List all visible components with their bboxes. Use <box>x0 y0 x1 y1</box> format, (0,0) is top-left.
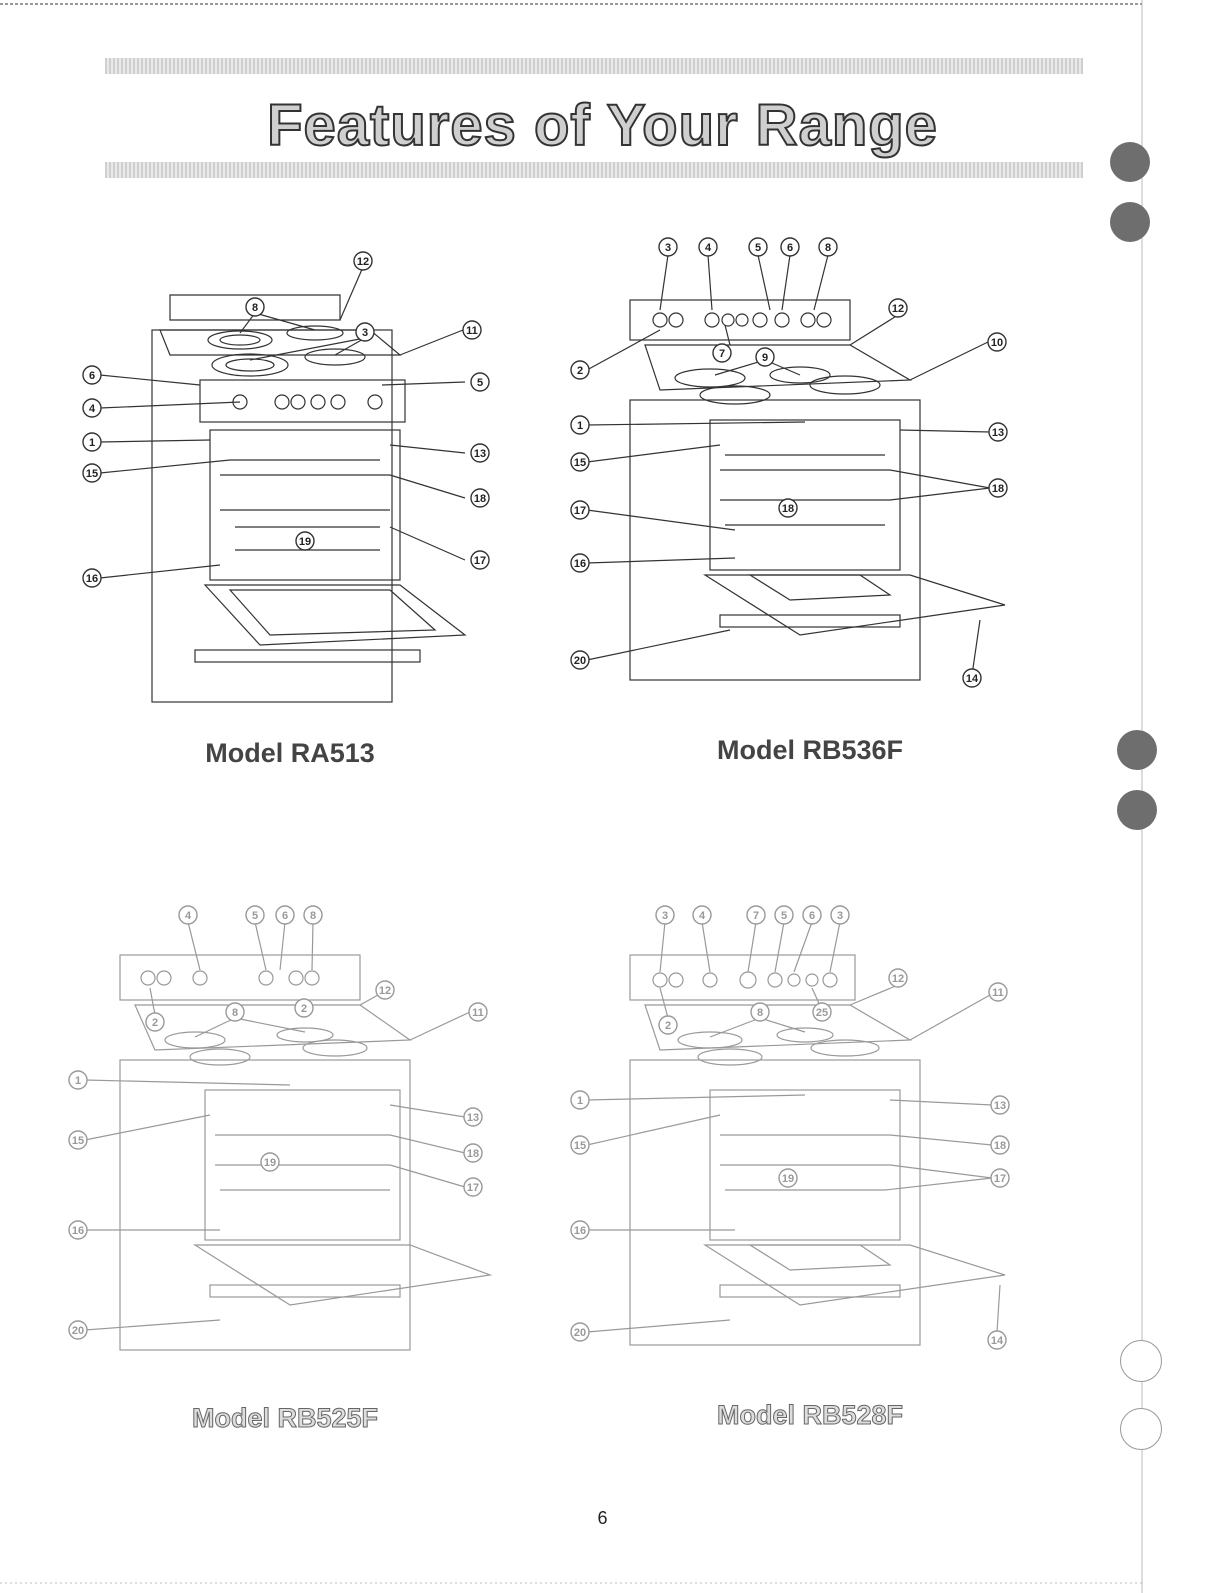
svg-text:1: 1 <box>89 437 95 449</box>
title-band-top <box>105 58 1083 74</box>
svg-text:3: 3 <box>837 910 843 922</box>
svg-text:13: 13 <box>474 448 486 460</box>
svg-text:11: 11 <box>472 1007 484 1019</box>
page-number: 6 <box>0 1508 1205 1529</box>
svg-text:2: 2 <box>577 365 583 377</box>
svg-text:8: 8 <box>252 302 258 314</box>
svg-text:13: 13 <box>994 1100 1006 1112</box>
svg-text:12: 12 <box>892 303 904 315</box>
svg-text:16: 16 <box>574 1225 586 1237</box>
svg-text:8: 8 <box>310 910 316 922</box>
svg-text:6: 6 <box>809 910 815 922</box>
svg-text:18: 18 <box>474 493 486 505</box>
model-caption-rb525f: Model RB525F <box>85 1403 485 1434</box>
svg-text:12: 12 <box>892 973 904 985</box>
svg-text:17: 17 <box>474 555 486 567</box>
svg-text:18: 18 <box>467 1148 479 1160</box>
svg-text:18: 18 <box>994 1140 1006 1152</box>
svg-text:19: 19 <box>782 1173 794 1185</box>
svg-text:1: 1 <box>577 1095 583 1107</box>
model-caption-rb536f: Model RB536F <box>610 735 1010 766</box>
svg-text:15: 15 <box>574 1140 586 1152</box>
callouts-ra513: 12 8 3 11 6 4 5 1 15 13 18 17 19 16 <box>83 252 489 587</box>
binder-hole-3 <box>1117 730 1157 770</box>
callouts-rb528f: 3 4 7 5 6 3 12 11 2 8 25 1 15 13 18 17 1… <box>571 906 1009 1349</box>
svg-text:13: 13 <box>467 1112 479 1124</box>
range-illustration-rb528f: 3 4 7 5 6 3 12 11 2 8 25 1 15 13 18 17 1… <box>560 900 1020 1370</box>
svg-text:2: 2 <box>301 1003 307 1015</box>
svg-text:8: 8 <box>232 1007 238 1019</box>
svg-text:18: 18 <box>992 483 1004 495</box>
svg-text:11: 11 <box>466 325 478 337</box>
svg-text:4: 4 <box>89 403 96 415</box>
svg-text:20: 20 <box>574 655 586 667</box>
svg-text:4: 4 <box>705 242 712 254</box>
page-title: Features of Your Range <box>0 92 1205 159</box>
svg-text:17: 17 <box>574 505 586 517</box>
svg-text:13: 13 <box>992 427 1004 439</box>
svg-text:3: 3 <box>662 910 668 922</box>
svg-text:19: 19 <box>299 536 311 548</box>
svg-text:14: 14 <box>966 673 979 685</box>
svg-text:3: 3 <box>362 327 368 339</box>
svg-text:6: 6 <box>787 242 793 254</box>
svg-text:5: 5 <box>477 377 483 389</box>
callouts-rb525f: 4 5 6 8 2 2 12 8 11 1 15 13 18 19 17 16 … <box>69 906 487 1339</box>
range-illustration-rb525f: 4 5 6 8 2 2 12 8 11 1 15 13 18 19 17 16 … <box>60 900 510 1370</box>
svg-text:12: 12 <box>379 985 391 997</box>
svg-text:15: 15 <box>86 468 98 480</box>
svg-text:3: 3 <box>665 242 671 254</box>
binder-hole-6 <box>1120 1408 1162 1450</box>
svg-text:2: 2 <box>665 1020 671 1032</box>
svg-text:1: 1 <box>577 420 583 432</box>
range-illustration-rb536f: 3 4 5 6 8 2 7 12 9 10 1 13 15 18 17 18 1… <box>560 230 1020 700</box>
svg-text:20: 20 <box>574 1327 586 1339</box>
svg-text:17: 17 <box>994 1173 1006 1185</box>
svg-text:8: 8 <box>757 1007 763 1019</box>
svg-text:16: 16 <box>574 558 586 570</box>
svg-text:12: 12 <box>357 256 369 268</box>
svg-text:2: 2 <box>152 1017 158 1029</box>
model-caption-ra513: Model RA513 <box>90 738 490 769</box>
svg-text:15: 15 <box>574 457 586 469</box>
svg-text:20: 20 <box>72 1325 84 1337</box>
svg-text:1: 1 <box>75 1075 81 1087</box>
svg-text:14: 14 <box>991 1335 1004 1347</box>
binder-hole-2 <box>1110 202 1150 242</box>
model-caption-rb528f: Model RB528F <box>610 1400 1010 1431</box>
svg-text:4: 4 <box>185 910 192 922</box>
svg-text:17: 17 <box>467 1182 479 1194</box>
svg-text:6: 6 <box>282 910 288 922</box>
svg-text:5: 5 <box>252 910 258 922</box>
range-illustration-ra513: 12 8 3 11 6 4 5 1 15 13 18 17 19 16 <box>70 245 510 715</box>
binder-hole-5 <box>1120 1340 1162 1382</box>
svg-text:9: 9 <box>762 352 768 364</box>
svg-text:18: 18 <box>782 503 794 515</box>
svg-text:11: 11 <box>992 987 1004 999</box>
svg-text:7: 7 <box>719 348 725 360</box>
svg-text:15: 15 <box>72 1135 84 1147</box>
svg-text:7: 7 <box>753 910 759 922</box>
callouts-rb536f: 3 4 5 6 8 2 7 12 9 10 1 13 15 18 17 18 1… <box>571 238 1007 687</box>
svg-text:10: 10 <box>991 337 1003 349</box>
binder-hole-1 <box>1110 142 1150 182</box>
svg-text:6: 6 <box>89 370 95 382</box>
svg-text:19: 19 <box>264 1157 276 1169</box>
svg-text:4: 4 <box>699 910 706 922</box>
title-band-bottom <box>105 162 1083 178</box>
svg-text:16: 16 <box>86 573 98 585</box>
svg-text:8: 8 <box>825 242 831 254</box>
binder-hole-4 <box>1117 790 1157 830</box>
svg-text:25: 25 <box>816 1007 828 1019</box>
svg-text:16: 16 <box>72 1225 84 1237</box>
svg-text:5: 5 <box>781 910 787 922</box>
svg-text:5: 5 <box>755 242 761 254</box>
